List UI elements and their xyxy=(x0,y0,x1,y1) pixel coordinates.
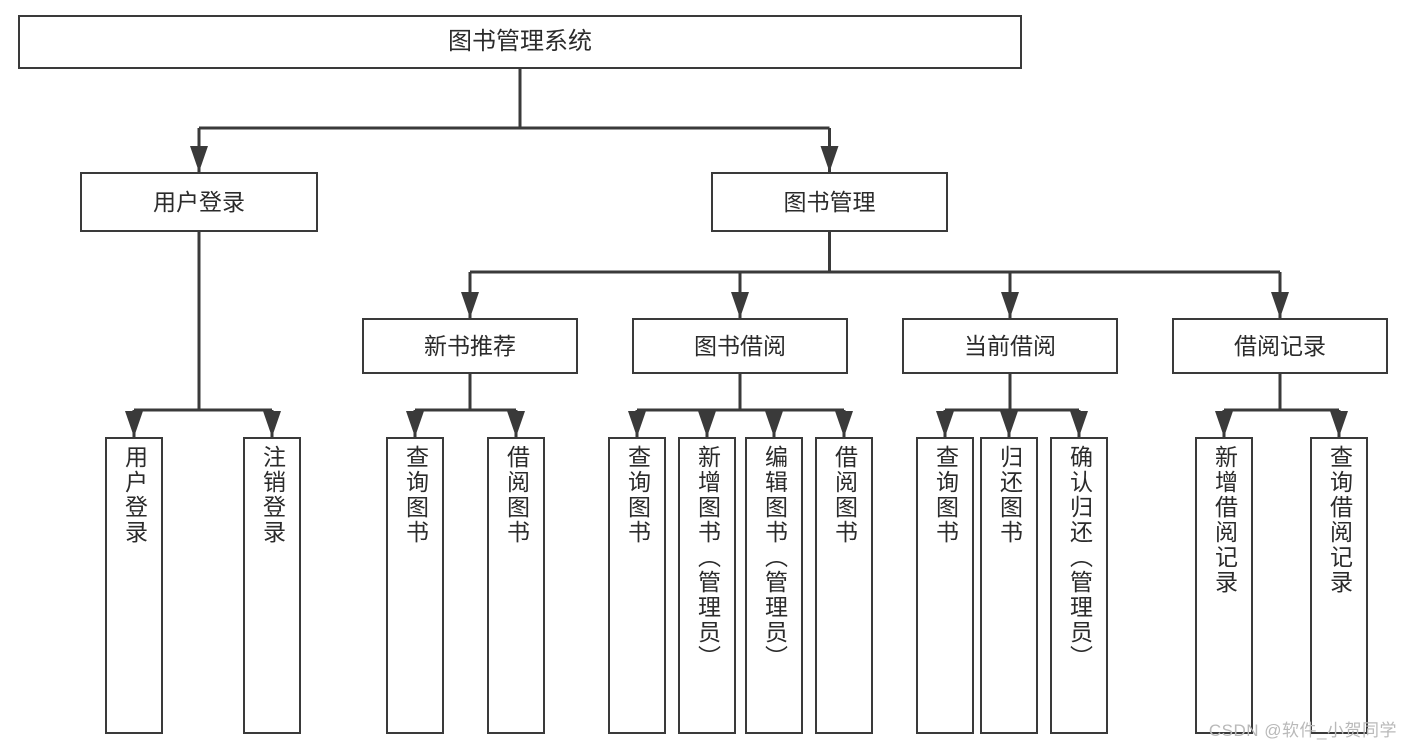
node-leaf-query-book-1[interactable]: 查询图书 xyxy=(386,437,444,734)
arrowhead-icon xyxy=(406,411,424,437)
arrowhead-icon xyxy=(628,411,646,437)
node-label: 查询图书 xyxy=(402,445,429,545)
node-leaf-query-book-2[interactable]: 查询图书 xyxy=(608,437,666,734)
arrowhead-icon xyxy=(190,146,208,172)
arrowhead-icon xyxy=(731,292,749,318)
node-label: 图书管理系统 xyxy=(448,28,592,56)
arrowhead-icon xyxy=(1271,292,1289,318)
arrowhead-icon xyxy=(1215,411,1233,437)
node-label: 借阅图书 xyxy=(503,445,530,545)
node-leaf-borrow-book-1[interactable]: 借阅图书 xyxy=(487,437,545,734)
watermark: CSDN @软件_小贺同学 xyxy=(1208,721,1397,740)
node-borrow-record[interactable]: 借阅记录 xyxy=(1172,318,1388,374)
node-new-book-rec[interactable]: 新书推荐 xyxy=(362,318,578,374)
node-user-login[interactable]: 用户登录 xyxy=(80,172,318,232)
node-root[interactable]: 图书管理系统 xyxy=(18,15,1022,69)
node-current-borrow[interactable]: 当前借阅 xyxy=(902,318,1118,374)
node-leaf-confirm-return[interactable]: 确认归还（管理员） xyxy=(1050,437,1108,734)
node-leaf-query-record[interactable]: 查询借阅记录 xyxy=(1310,437,1368,734)
arrowhead-icon xyxy=(1000,411,1018,437)
arrowhead-icon xyxy=(461,292,479,318)
node-label: 查询借阅记录 xyxy=(1326,445,1353,595)
node-label: 查询图书 xyxy=(624,445,651,545)
node-leaf-return-book[interactable]: 归还图书 xyxy=(980,437,1038,734)
node-leaf-borrow-book-2[interactable]: 借阅图书 xyxy=(815,437,873,734)
node-label: 借阅图书 xyxy=(831,445,858,545)
arrowhead-icon xyxy=(507,411,525,437)
node-book-manage[interactable]: 图书管理 xyxy=(711,172,948,232)
node-label: 新书推荐 xyxy=(424,332,516,359)
arrowhead-icon xyxy=(1330,411,1348,437)
node-leaf-logout[interactable]: 注销登录 xyxy=(243,437,301,734)
node-leaf-user-login[interactable]: 用户登录 xyxy=(105,437,163,734)
node-leaf-query-book-3[interactable]: 查询图书 xyxy=(916,437,974,734)
node-label: 编辑图书（管理员） xyxy=(761,445,788,670)
arrowhead-icon xyxy=(1070,411,1088,437)
arrowhead-icon xyxy=(263,411,281,437)
node-label: 借阅记录 xyxy=(1234,332,1326,359)
node-leaf-edit-book[interactable]: 编辑图书（管理员） xyxy=(745,437,803,734)
node-label: 注销登录 xyxy=(259,445,286,545)
arrowhead-icon xyxy=(765,411,783,437)
arrowhead-icon xyxy=(698,411,716,437)
node-label: 用户登录 xyxy=(121,445,148,545)
node-label: 图书管理 xyxy=(783,188,876,215)
node-label: 归还图书 xyxy=(996,445,1023,545)
arrowhead-icon xyxy=(936,411,954,437)
node-label: 用户登录 xyxy=(153,188,245,215)
node-label: 当前借阅 xyxy=(964,332,1056,359)
node-leaf-add-book[interactable]: 新增图书（管理员） xyxy=(678,437,736,734)
node-leaf-add-record[interactable]: 新增借阅记录 xyxy=(1195,437,1253,734)
arrowhead-icon xyxy=(835,411,853,437)
arrowhead-icon xyxy=(1001,292,1019,318)
arrowhead-icon xyxy=(125,411,143,437)
arrowhead-icon xyxy=(820,146,839,172)
node-label: 新增图书（管理员） xyxy=(694,445,721,670)
node-book-borrow[interactable]: 图书借阅 xyxy=(632,318,848,374)
node-label: 图书借阅 xyxy=(694,332,786,359)
node-label: 查询图书 xyxy=(932,445,959,545)
node-label: 新增借阅记录 xyxy=(1211,445,1238,595)
node-label: 确认归还（管理员） xyxy=(1066,445,1093,670)
